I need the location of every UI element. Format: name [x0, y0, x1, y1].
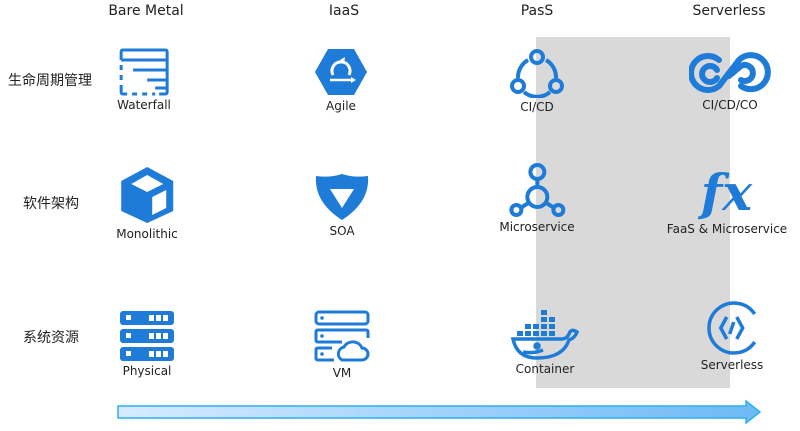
- cell-label: CI/CD/CO: [702, 98, 758, 112]
- serverless-highlight-band: [536, 37, 730, 388]
- cell-soa: SOA: [314, 172, 370, 238]
- cell-label: Microservice: [499, 220, 575, 234]
- cell-vm: VM: [314, 310, 370, 380]
- cell-label: Waterfall: [117, 98, 171, 112]
- cell-ci-cd-co: CI/CD/CO: [689, 50, 771, 112]
- cell-waterfall: Waterfall: [117, 48, 171, 112]
- ci-cd-co-icon: [689, 52, 771, 93]
- cell-faas: fx FaaS & Microservice: [667, 162, 787, 236]
- ci-cd-icon: [510, 49, 564, 98]
- cell-ci-cd: CI/CD: [510, 48, 564, 114]
- cell-label: Physical: [122, 364, 172, 378]
- cell-label: SOA: [329, 224, 355, 238]
- vm-cloud-server-icon: [314, 310, 370, 362]
- cell-agile: Agile: [313, 47, 369, 113]
- microservice-icon: [509, 163, 565, 217]
- cell-physical: Physical: [119, 310, 175, 378]
- svg-text:fx: fx: [698, 163, 754, 220]
- cell-serverless: Serverless: [700, 300, 764, 372]
- soa-shield-icon: [315, 174, 369, 220]
- row-header-lifecycle: 生命周期管理: [8, 73, 92, 89]
- cell-label: Agile: [326, 99, 356, 113]
- cell-label: FaaS & Microservice: [666, 222, 788, 236]
- cell-label: Monolithic: [116, 227, 178, 241]
- cell-label: VM: [332, 366, 352, 380]
- cell-monolithic: Monolithic: [116, 165, 178, 241]
- evolution-arrow: [117, 399, 762, 425]
- column-header-serverless: Serverless: [692, 3, 766, 19]
- physical-server-icon: [120, 311, 174, 361]
- cell-microservice: Microservice: [499, 162, 575, 234]
- cell-label: CI/CD: [520, 100, 554, 114]
- monolithic-cube-icon: [121, 167, 173, 223]
- row-header-resources: 系统资源: [23, 330, 79, 346]
- cell-container: Container: [509, 308, 581, 376]
- fx-function-icon: fx: [698, 163, 754, 220]
- cell-label: Container: [515, 362, 575, 376]
- waterfall-icon: [119, 48, 169, 96]
- column-header-bare-metal: Bare Metal: [108, 3, 184, 19]
- container-docker-icon: [510, 310, 580, 360]
- cell-label: Serverless: [700, 358, 764, 372]
- column-header-iaas: IaaS: [328, 3, 360, 19]
- agile-icon: [315, 49, 367, 95]
- column-header-paas: PasS: [520, 3, 554, 19]
- serverless-code-icon: [707, 301, 757, 355]
- row-header-architecture: 软件架构: [23, 196, 79, 212]
